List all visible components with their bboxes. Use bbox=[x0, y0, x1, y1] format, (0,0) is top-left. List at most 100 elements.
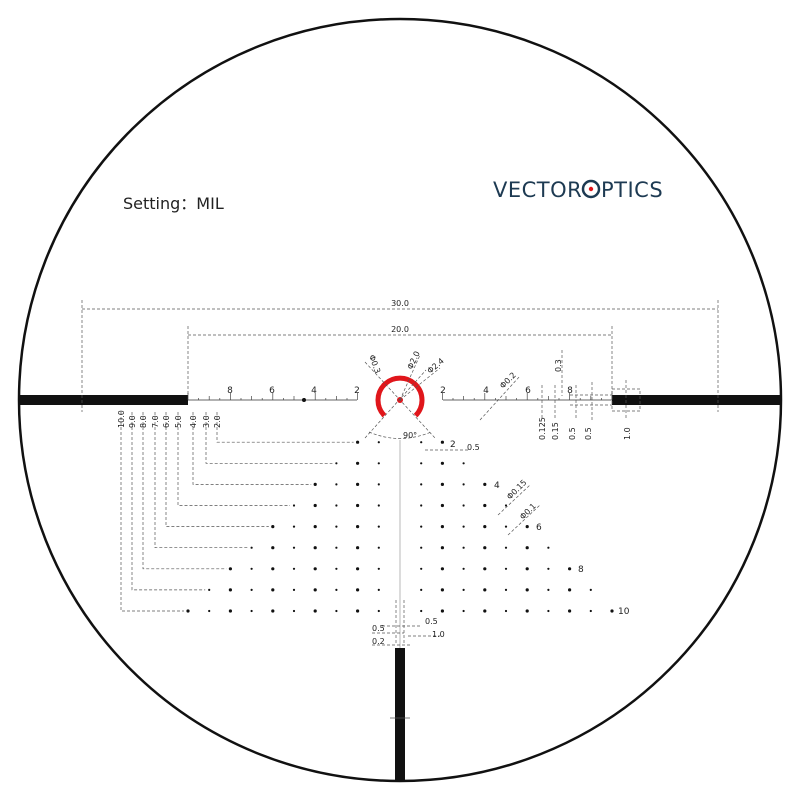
holdover-dot bbox=[420, 567, 423, 570]
holdover-dot bbox=[271, 588, 275, 592]
row-label: 10 bbox=[618, 607, 630, 617]
holdover-dot bbox=[313, 503, 317, 508]
holdover-dot bbox=[356, 482, 360, 486]
holdover-dot bbox=[483, 588, 487, 592]
holdover-dot bbox=[440, 609, 444, 613]
holdover-dot bbox=[440, 482, 444, 486]
dimension-20: 20.0 bbox=[187, 325, 613, 395]
holdover-dot bbox=[589, 588, 592, 592]
svg-text:Φ0.1: Φ0.1 bbox=[518, 502, 538, 522]
row-label: 8 bbox=[578, 565, 584, 575]
holdover-dot bbox=[504, 525, 508, 528]
holdover-dot bbox=[335, 588, 338, 592]
holdover-dot bbox=[356, 503, 360, 508]
holdover-dot bbox=[462, 504, 465, 507]
svg-text:VECTOR: VECTOR bbox=[493, 178, 582, 202]
holdover-dot bbox=[377, 588, 380, 592]
svg-text:0.5: 0.5 bbox=[467, 443, 480, 452]
holdover-dot bbox=[525, 588, 529, 592]
svg-text:0.15: 0.15 bbox=[551, 422, 560, 440]
holdover-dot bbox=[589, 609, 592, 613]
holdover-dot bbox=[271, 609, 275, 613]
holdover-dot bbox=[462, 483, 465, 486]
row-label: 4 bbox=[494, 481, 500, 491]
holdover-dot bbox=[462, 567, 465, 570]
holdover-dot bbox=[313, 546, 317, 550]
holdover-leader bbox=[165, 412, 269, 527]
scale-label: 6 bbox=[525, 386, 531, 396]
holdover-dot bbox=[377, 567, 380, 570]
svg-text:2: 2 bbox=[450, 440, 456, 450]
holdover-dot bbox=[356, 588, 360, 592]
setting-label: Setting：MIL bbox=[123, 194, 224, 213]
holdover-dot bbox=[568, 588, 572, 592]
holdover-dot bbox=[208, 609, 211, 613]
holdover-dot bbox=[547, 546, 550, 549]
holdover-dot bbox=[250, 609, 253, 613]
holdover-dot bbox=[356, 567, 360, 571]
holdover-label: 7.0 bbox=[151, 415, 160, 428]
holdover-dot bbox=[462, 609, 465, 613]
holdover-dot bbox=[292, 525, 296, 528]
right-thick-post bbox=[612, 395, 780, 405]
holdover-dot bbox=[420, 504, 423, 507]
holdover-dot bbox=[356, 525, 360, 529]
holdover-dot bbox=[483, 546, 487, 550]
holdover-dot bbox=[186, 609, 190, 613]
holdover-dot bbox=[377, 525, 380, 528]
holdover-dot bbox=[335, 546, 338, 549]
holdover-dot bbox=[420, 609, 423, 613]
svg-text:0.5: 0.5 bbox=[372, 624, 385, 633]
scale-label: 6 bbox=[269, 386, 275, 396]
svg-text:0.3: 0.3 bbox=[554, 359, 563, 372]
holdover-dot bbox=[504, 588, 508, 592]
bottom-thick-post bbox=[395, 648, 405, 781]
holdover-dot bbox=[228, 609, 232, 613]
holdover-label: 6.0 bbox=[162, 415, 171, 428]
holdover-dot bbox=[377, 546, 380, 549]
holdover-dot bbox=[420, 462, 423, 465]
holdover-dot bbox=[292, 546, 296, 549]
holdover-dot bbox=[462, 588, 465, 592]
holdover-dot bbox=[547, 567, 550, 570]
holdover-dot bbox=[525, 567, 529, 571]
logo-o-icon bbox=[581, 179, 601, 199]
center-ring: Φ0.3 Φ2.0 Φ2.4 90° bbox=[364, 350, 446, 440]
scale-label: 2 bbox=[354, 386, 360, 396]
holdover-leader bbox=[192, 412, 312, 485]
holdover-dot bbox=[335, 609, 338, 613]
holdover-dot bbox=[420, 588, 423, 592]
holdover-dot bbox=[420, 525, 423, 528]
holdover-dot bbox=[250, 588, 253, 592]
holdover-dot bbox=[420, 441, 423, 444]
holdover-dot bbox=[504, 609, 508, 613]
holdover-label: 3.0 bbox=[202, 415, 211, 428]
holdover-dot bbox=[356, 440, 360, 444]
holdover-dot bbox=[568, 567, 572, 571]
holdover-leader bbox=[205, 412, 333, 464]
holdover-dot bbox=[525, 609, 529, 613]
holdover-leader bbox=[120, 412, 184, 612]
holdover-dot bbox=[504, 504, 508, 507]
holdover-dot bbox=[483, 525, 487, 529]
holdover-dot bbox=[440, 461, 444, 465]
holdover-dot bbox=[525, 525, 529, 529]
holdover-dot bbox=[335, 483, 338, 486]
scale-label: 8 bbox=[567, 386, 573, 396]
svg-text:0.125: 0.125 bbox=[538, 417, 547, 440]
holdover-dot bbox=[313, 567, 317, 571]
svg-text:0.5: 0.5 bbox=[584, 427, 593, 440]
scale-label: 4 bbox=[311, 386, 317, 396]
holdover-dot bbox=[292, 567, 296, 570]
holdover-dot bbox=[228, 567, 232, 571]
svg-text:Φ2.0: Φ2.0 bbox=[406, 350, 422, 371]
scale-label: 2 bbox=[440, 386, 446, 396]
bottom-annotations: 0.5 0.5 1.0 0.2 bbox=[372, 600, 445, 646]
holdover-dot bbox=[335, 504, 338, 507]
holdover-dot bbox=[462, 546, 465, 549]
holdover-dot bbox=[440, 567, 444, 571]
holdover-dot bbox=[483, 482, 487, 486]
holdover-label: 10.0 bbox=[117, 410, 126, 428]
holdover-dot bbox=[440, 440, 444, 444]
holdover-label: 9.0 bbox=[128, 415, 137, 428]
